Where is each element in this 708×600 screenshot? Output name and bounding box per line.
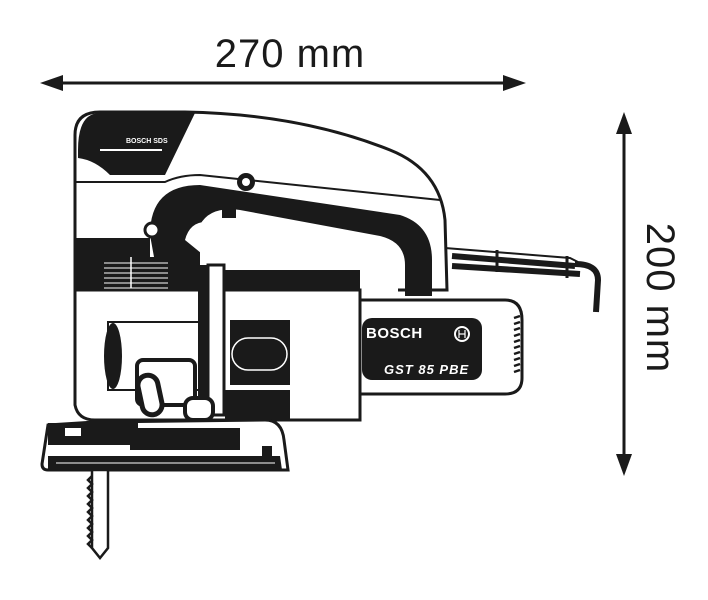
bosch-logo-icon (454, 326, 470, 342)
width-dimension-arrow (40, 75, 526, 91)
height-dimension-arrow (616, 112, 632, 476)
model-label: GST 85 PBE (384, 362, 470, 377)
power-cord (444, 247, 602, 313)
width-dimension-label: 270 mm (214, 32, 366, 76)
rear-ribbing (513, 314, 521, 374)
height-dimension-label: 200 mm (638, 222, 682, 374)
brand-label: BOSCH (366, 325, 423, 342)
sds-badge-text: BOSCH SDS (126, 138, 168, 145)
base-plate (40, 418, 290, 472)
jigsaw-body (40, 110, 602, 561)
saw-blade (86, 468, 110, 561)
nameplate (362, 318, 482, 380)
vent-grille (102, 257, 168, 293)
